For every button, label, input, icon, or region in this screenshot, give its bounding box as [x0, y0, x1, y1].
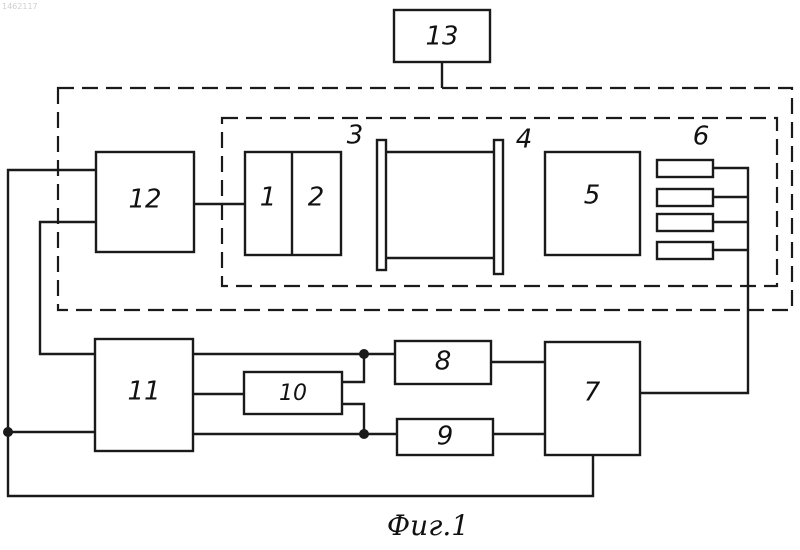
- sensor-6a-lead: [713, 168, 748, 176]
- junction-upper: [359, 349, 369, 359]
- block-8-label: 8: [435, 347, 452, 377]
- junction-lower: [359, 429, 369, 439]
- block-12-label: 12: [128, 185, 161, 215]
- block-7-label: 7: [584, 378, 601, 408]
- wire-12-to-11: [40, 222, 96, 354]
- block-10-label: 10: [279, 381, 307, 406]
- block-2-label: 2: [308, 183, 325, 213]
- header-mark: 1462117: [2, 2, 38, 11]
- plate-3: [377, 140, 386, 270]
- block-1-label: 1: [260, 183, 277, 213]
- sensor-6a: [657, 160, 713, 177]
- wire-10-lower: [342, 404, 364, 434]
- sensor-6b: [657, 189, 713, 206]
- block-9-label: 9: [437, 422, 454, 452]
- wire-left-bus-to-12: [8, 170, 96, 432]
- plate-4-label: 4: [516, 125, 533, 155]
- sensor-6d: [657, 242, 713, 259]
- plate-3-label: 3: [347, 121, 364, 151]
- block-11-label: 11: [127, 377, 160, 407]
- block-5-label: 5: [584, 181, 601, 211]
- block-13-label: 13: [425, 22, 458, 52]
- sensors-6-label: 6: [693, 122, 710, 152]
- wire-10-upper: [342, 354, 364, 382]
- sensor-6c: [657, 214, 713, 231]
- figure-caption: Фиг.1: [387, 509, 469, 542]
- plate-4: [494, 140, 503, 274]
- sensor-bus-to-7: [640, 176, 748, 393]
